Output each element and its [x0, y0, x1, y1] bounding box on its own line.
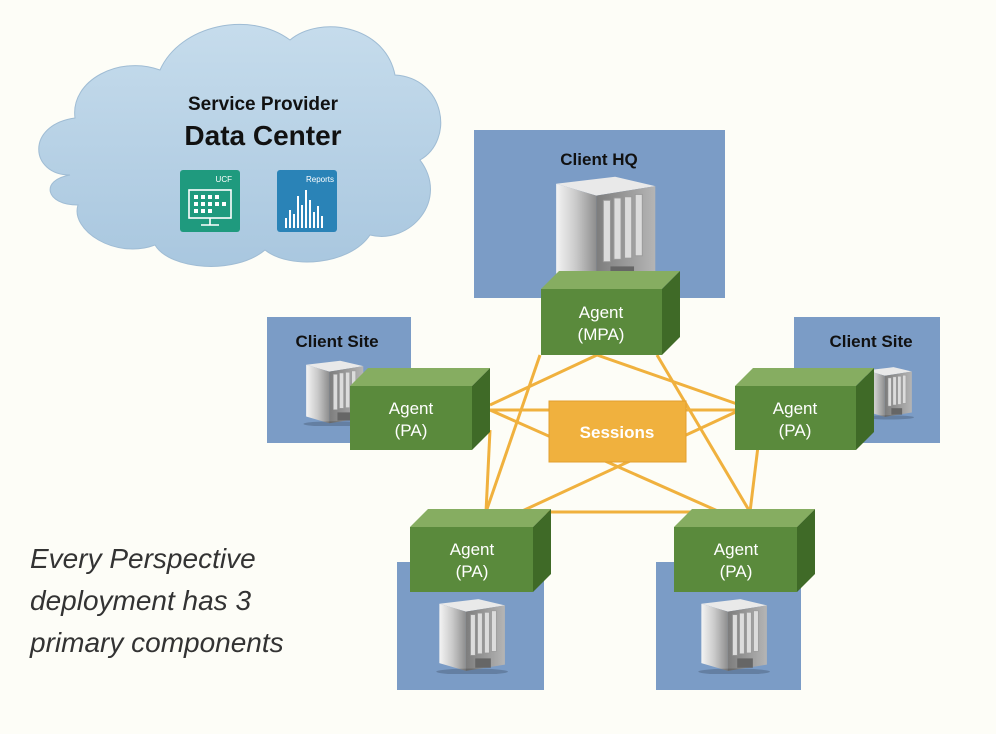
agent-right: Agent (PA): [735, 368, 874, 450]
data-center-cloud: Service Provider Data Center UCF: [38, 23, 442, 267]
agent-mpa-name: Agent: [579, 303, 624, 322]
link-left-bottom-left: [484, 429, 492, 513]
client-hq-site: Client HQ: [474, 130, 725, 298]
site-bottom-right-building-icon: [697, 598, 771, 674]
cloud-title-line2: Data Center: [184, 120, 341, 151]
tagline-line-1: Every Perspective: [30, 543, 256, 574]
reports-app-icon: Reports: [277, 170, 337, 232]
agent-right-role: (PA): [779, 421, 812, 440]
agent-right-name: Agent: [773, 399, 818, 418]
agent-left: Agent (PA): [350, 368, 490, 450]
agent-bottom-right-name: Agent: [714, 540, 759, 559]
reports-app-label: Reports: [306, 175, 334, 184]
agent-bottom-left-name: Agent: [450, 540, 495, 559]
sessions-label: Sessions: [580, 423, 655, 442]
agent-mpa: Agent (MPA): [541, 271, 680, 355]
ucf-app-icon: UCF: [180, 170, 240, 232]
link-mpa-bottom-left: [484, 354, 542, 513]
agent-mpa-role: (MPA): [578, 325, 625, 344]
agent-bottom-right-role: (PA): [720, 562, 753, 581]
cloud-title-line1: Service Provider: [188, 94, 339, 115]
link-mpa-right: [596, 353, 741, 407]
sessions-box: Sessions: [548, 400, 687, 463]
agent-bottom-left: Agent (PA): [410, 509, 551, 592]
bar-chart-icon: [285, 190, 323, 228]
client-site-left-label: Client Site: [295, 332, 378, 351]
agent-bottom-right: Agent (PA): [674, 509, 815, 592]
tagline: Every Perspective deployment has 3 prima…: [30, 538, 360, 664]
agent-bottom-left-role: (PA): [456, 562, 489, 581]
monitor-grid-icon: [188, 189, 232, 226]
agent-left-name: Agent: [389, 399, 434, 418]
tagline-line-3: primary components: [30, 627, 284, 658]
link-mpa-bottom-right: [655, 354, 752, 513]
site-bottom-left-building-icon: [435, 598, 509, 674]
ucf-app-label: UCF: [216, 175, 233, 184]
link-mpa-left: [489, 353, 598, 407]
agent-left-role: (PA): [395, 421, 428, 440]
tagline-line-2: deployment has 3: [30, 585, 252, 616]
client-site-right-label: Client Site: [829, 332, 912, 351]
client-hq-label: Client HQ: [560, 150, 637, 169]
